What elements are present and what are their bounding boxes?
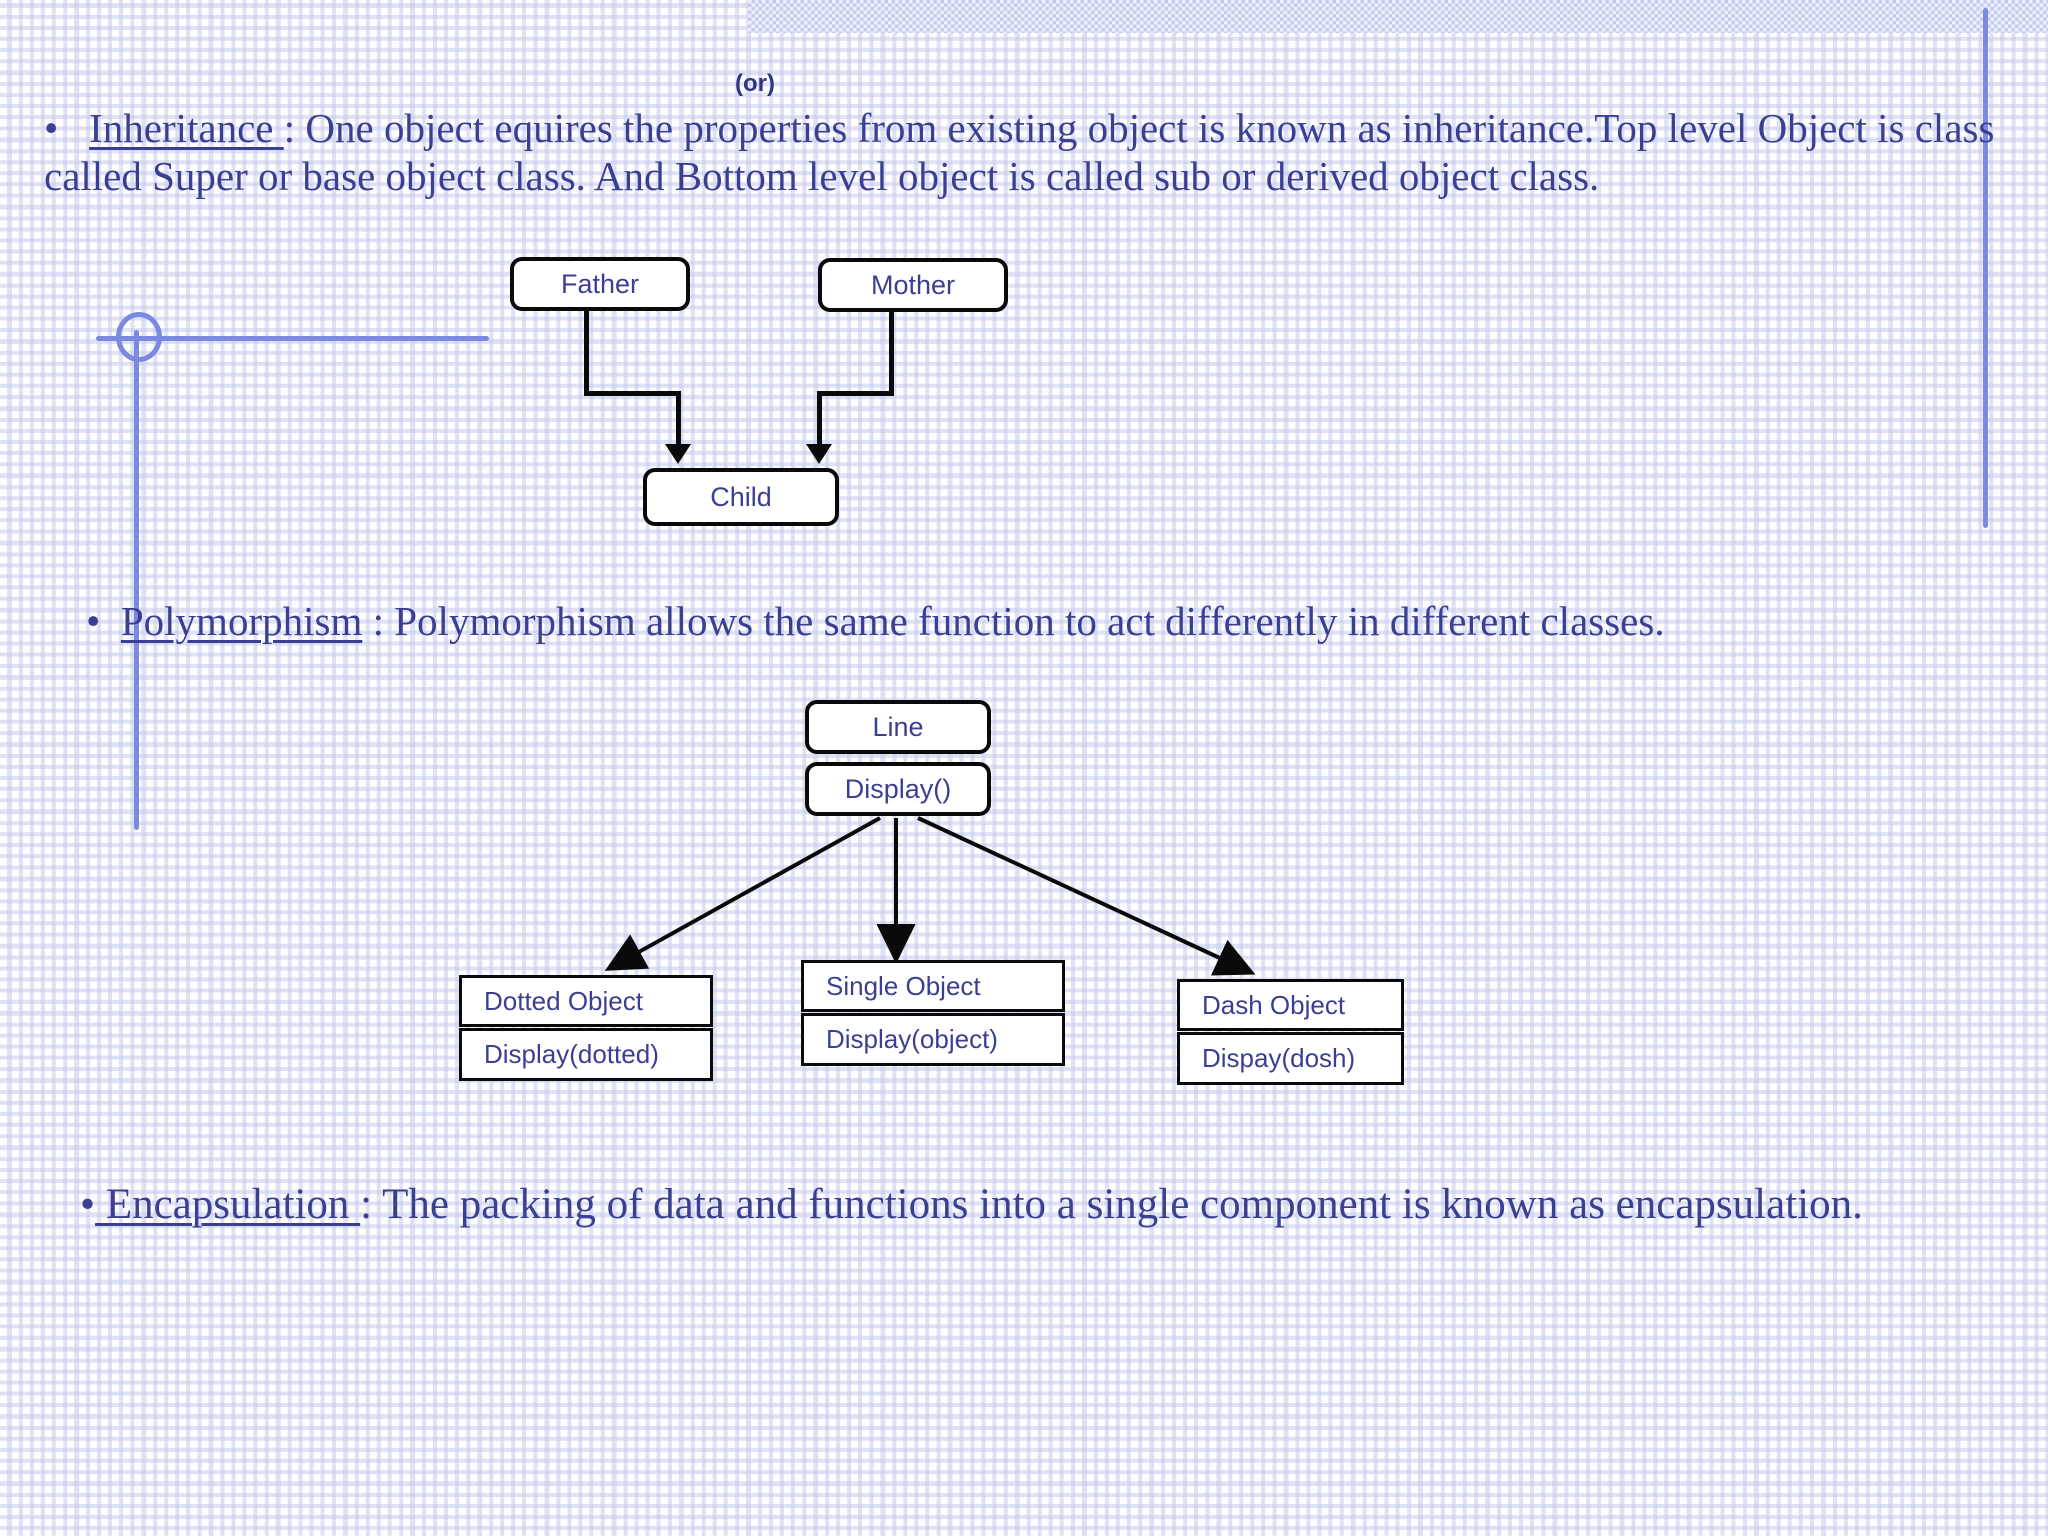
node-father[interactable]: Father — [510, 257, 690, 311]
node-single-object-method[interactable]: Display(object) — [801, 1013, 1065, 1066]
bullet-icon: • — [86, 598, 101, 644]
node-line-title-label: Line — [872, 711, 924, 742]
node-dotted-object-method[interactable]: Display(dotted) — [459, 1028, 713, 1081]
inheritance-colon: : — [283, 105, 306, 151]
node-single-object-title[interactable]: Single Object — [801, 960, 1065, 1012]
inheritance-body: One object equires the properties from e… — [44, 105, 1995, 200]
edge-mother-child-seg3 — [817, 391, 822, 447]
node-child-label: Child — [710, 481, 772, 512]
encapsulation-body: The packing of data and functions into a… — [382, 1181, 1863, 1228]
edge-mother-child-seg1 — [889, 312, 894, 396]
pen-annotation-horizontal-line — [96, 336, 489, 341]
node-dash-object-method-label: Dispay(dosh) — [1202, 1043, 1356, 1073]
node-dotted-object-method-label: Display(dotted) — [484, 1039, 659, 1069]
node-mother[interactable]: Mother — [818, 258, 1008, 312]
encapsulation-colon: : — [360, 1181, 383, 1228]
bullet-icon: • — [44, 105, 59, 151]
edge-mother-child-arrowhead — [806, 444, 832, 464]
node-line-method-label: Display() — [844, 773, 952, 804]
edge-line-to-dotted — [604, 816, 881, 971]
edge-mother-child-seg2 — [817, 391, 894, 396]
inheritance-term: Inheritance — [89, 105, 284, 151]
node-dotted-object-title[interactable]: Dotted Object — [459, 975, 713, 1027]
node-line-title[interactable]: Line — [805, 700, 991, 754]
polymorphism-paragraph: • Polymorphism : Polymorphism allows the… — [86, 597, 2046, 645]
pen-annotation-right-vertical-line — [1983, 8, 1988, 528]
node-single-object-method-label: Display(object) — [826, 1024, 998, 1054]
pen-annotation-circle — [116, 312, 162, 362]
node-dash-object-method[interactable]: Dispay(dosh) — [1177, 1032, 1404, 1085]
node-single-object-title-label: Single Object — [826, 970, 981, 1001]
node-line-method[interactable]: Display() — [805, 762, 991, 816]
bullet-icon: • — [80, 1181, 96, 1228]
or-label: (or) — [735, 70, 775, 97]
edge-father-child-seg2 — [584, 391, 680, 396]
node-dash-object-title-label: Dash Object — [1202, 989, 1346, 1020]
node-dotted-object-title-label: Dotted Object — [484, 985, 643, 1016]
polymorphism-body: Polymorphism allows the same function to… — [394, 598, 1665, 644]
node-father-label: Father — [560, 268, 640, 299]
polymorphism-term: Polymorphism — [120, 598, 363, 644]
inheritance-paragraph: • Inheritance : One object equires the p… — [44, 104, 2034, 201]
edge-father-child-seg3 — [676, 391, 681, 447]
polymorphism-colon: : — [362, 598, 395, 644]
edge-line-to-dash — [917, 816, 1256, 976]
encapsulation-term: Encapsulation — [95, 1181, 361, 1228]
edge-father-child-seg1 — [584, 311, 589, 395]
checkered-band — [748, 0, 2048, 33]
pen-annotation-left-vertical-line — [134, 330, 139, 830]
encapsulation-paragraph: • Encapsulation : The packing of data an… — [80, 1180, 2040, 1231]
node-dash-object-title[interactable]: Dash Object — [1177, 979, 1404, 1031]
node-mother-label: Mother — [870, 269, 956, 300]
node-child[interactable]: Child — [643, 468, 839, 526]
edge-father-child-arrowhead — [665, 444, 691, 464]
